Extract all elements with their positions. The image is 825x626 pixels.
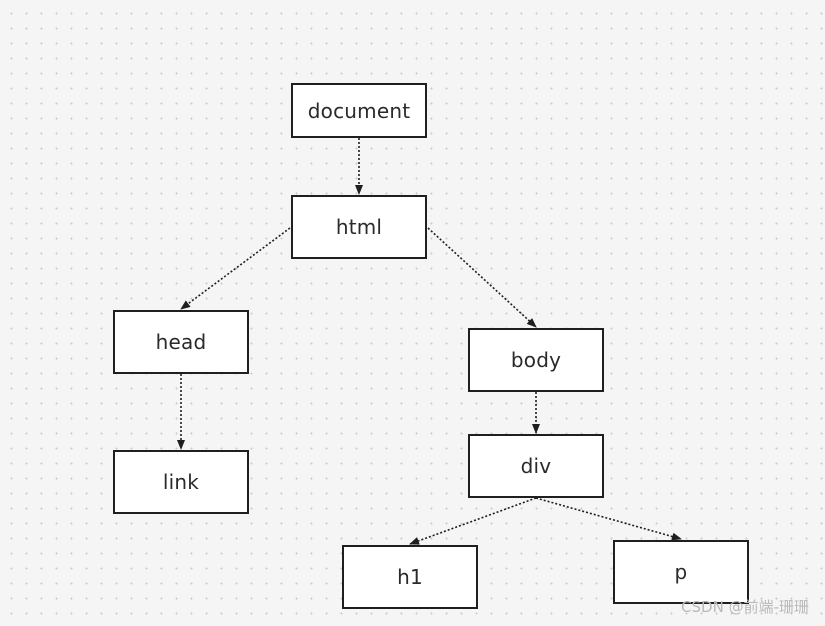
edge-html-to-head — [180, 227, 291, 310]
node-body-label: body — [510, 348, 562, 372]
edge-html-to-body — [427, 227, 537, 328]
node-html[interactable]: html — [291, 195, 427, 259]
node-p-label: p — [674, 560, 688, 584]
watermark: CSDN @前端-珊珊 — [681, 598, 809, 616]
node-head[interactable]: head — [113, 310, 249, 374]
edge-div-to-p — [535, 497, 682, 541]
node-div[interactable]: div — [468, 434, 604, 498]
node-document-label: document — [307, 98, 411, 123]
node-link[interactable]: link — [113, 450, 249, 514]
node-p[interactable]: p — [613, 540, 749, 604]
node-html-label: html — [335, 215, 383, 239]
node-document[interactable]: document — [291, 83, 427, 138]
node-body[interactable]: body — [468, 328, 604, 392]
node-head-label: head — [155, 330, 207, 354]
node-h1[interactable]: h1 — [342, 545, 478, 609]
node-link-label: link — [162, 470, 200, 494]
node-h1-label: h1 — [397, 565, 423, 589]
edge-div-to-h1 — [409, 497, 537, 545]
node-div-label: div — [520, 454, 552, 478]
